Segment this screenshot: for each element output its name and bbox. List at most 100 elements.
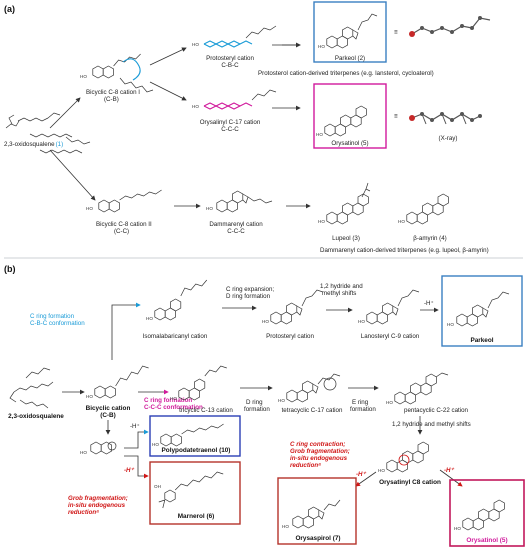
isomalabaricanyl-label: Isomalabaricanyl cation xyxy=(143,333,208,340)
oxidosqualene-structure-a xyxy=(5,112,91,154)
orysatinyl-c8-label: Orysatinyl C8 cation xyxy=(379,479,441,486)
svg-text:HO: HO xyxy=(318,219,325,224)
svg-text:HO: HO xyxy=(80,74,87,79)
minus-h-1: -H⁺ xyxy=(424,300,434,307)
minus-h-red-2: -H⁺ xyxy=(356,471,367,478)
panel-b-label: (b) xyxy=(4,264,16,274)
bicyclic-I-label: Bicyclic C-8 cation I xyxy=(86,89,140,96)
protosteryl-structure-b: HO xyxy=(262,289,324,324)
equals-sign-2: ≡ xyxy=(394,113,398,120)
parkeol-label-b: Parkeol xyxy=(470,337,493,344)
minus-h-blue: -H⁺ xyxy=(130,423,140,430)
dammarenyl-conf-a: C-C-C xyxy=(227,228,245,235)
bicyclic-II-structure: HO xyxy=(86,189,162,213)
ering-line1: E ring xyxy=(352,399,369,406)
svg-text:HO: HO xyxy=(170,396,177,401)
bicyclic-I-conf: (C-B) xyxy=(104,96,119,103)
svg-text:HO: HO xyxy=(378,468,385,473)
dammarenyl-structure-a: HO xyxy=(206,191,273,212)
orysaspirol-structure: HO xyxy=(282,499,341,529)
lanosteryl-structure: HO xyxy=(358,289,420,324)
dammarenyl-note: Dammarenyl cation-derived triterpenes (e… xyxy=(320,247,489,254)
svg-text:HO: HO xyxy=(86,206,93,211)
grob2-line4: reductionᵃ xyxy=(290,462,321,469)
dammarenyl-label-a: Dammarenyl cation xyxy=(209,221,263,228)
orysatinol-label-b: Orysatinol (5) xyxy=(466,537,507,544)
svg-text:HO: HO xyxy=(146,316,153,321)
lanosteryl-label: Lanosteryl C-9 cation xyxy=(361,333,420,340)
orysatinol-structure-a: HO xyxy=(316,106,366,137)
orysalinyl-structure-a: HO xyxy=(192,89,277,110)
grob1-line2: in-situ endogenous xyxy=(68,502,126,509)
bicyclic-conf-b: (C-B) xyxy=(100,412,116,419)
svg-text:HO: HO xyxy=(398,219,405,224)
svg-text:HO: HO xyxy=(447,322,454,327)
oxidosqualene-structure-b xyxy=(9,367,54,409)
protosteryl-label-b: Protosteryl cation xyxy=(266,333,314,340)
beta-amyrin-structure: HO xyxy=(398,194,448,224)
parkeol-structure-a: HO xyxy=(318,13,378,49)
orysaspirol-box xyxy=(277,477,357,545)
orysalinyl-label-a: Orysalinyl C-17 cation xyxy=(200,119,261,126)
bicyclic-label-b: Bicyclic cation xyxy=(86,405,131,412)
hydride-shift-line1: 1,2 hydride and xyxy=(320,283,363,290)
bicyclic-II-conf: (C-C) xyxy=(114,228,129,235)
equals-sign-1: ≡ xyxy=(394,29,398,36)
svg-text:HO: HO xyxy=(282,524,289,529)
pentacyclic-structure: HO xyxy=(386,372,449,405)
minus-h-red-1: -H⁺ xyxy=(444,467,455,474)
grob1-line1: Grob fragmentation; xyxy=(68,495,128,502)
protosteryl-conf-a: C-B-C xyxy=(221,62,239,69)
orysatinol-structure-b: HO xyxy=(454,500,504,531)
orysatinol-box-b xyxy=(449,479,525,547)
pentacyclic-label: pentacyclic C-22 cation xyxy=(404,407,469,414)
orysatinyl-c8-structure: HO xyxy=(378,442,428,473)
ering-line2: formation xyxy=(350,406,376,413)
grob1-line3: reductionᵃ xyxy=(68,509,99,516)
bicyclic-II-label: Bicyclic C-8 cation II xyxy=(96,221,152,228)
tetracyclic-structure: HO xyxy=(278,373,341,403)
ccc-line1: C ring formation xyxy=(144,397,192,404)
marnerol-label: Marnerol (6) xyxy=(178,513,215,520)
polypodatetraenol-box xyxy=(149,415,241,457)
svg-text:HO: HO xyxy=(358,319,365,324)
orysatinol-box-a xyxy=(313,83,387,149)
isomalabaricanyl-structure: HO xyxy=(146,279,208,321)
xray-label: (X-ray) xyxy=(439,135,458,142)
hydride-shift-line2: methyl shifts xyxy=(322,290,356,297)
svg-text:HO: HO xyxy=(206,206,213,211)
svg-text:HO: HO xyxy=(454,526,461,531)
cbc-line1: C ring formation xyxy=(30,313,75,320)
parkeol-box-a xyxy=(313,1,387,63)
svg-text:HO: HO xyxy=(278,398,285,403)
parkeol-label-a: Parkeol (2) xyxy=(335,55,365,62)
parkeol-structure-b: HO xyxy=(447,291,510,327)
minus-h-red-3: -H⁺ xyxy=(124,467,135,474)
dring-line2: formation xyxy=(244,406,270,413)
polypodatetraenol-structure: HO xyxy=(152,423,224,447)
svg-text:HO: HO xyxy=(192,104,199,109)
svg-text:HO: HO xyxy=(316,132,323,137)
dring-line1: D ring xyxy=(246,399,263,406)
panel-a-label: (a) xyxy=(4,4,15,14)
grob2-line3: in-situ endogenous xyxy=(290,455,348,462)
marnerol-structure: OH xyxy=(154,471,224,509)
svg-text:OH: OH xyxy=(154,484,161,489)
cbc-line2: C-B-C conformation xyxy=(30,320,85,327)
substrate-label-b: 2,3-oxidosqualene xyxy=(8,413,64,420)
tricyclic-structure: HO xyxy=(170,365,227,401)
svg-text:HO: HO xyxy=(86,394,93,399)
tetracyclic-label: tetracyclic C-17 cation xyxy=(282,407,343,414)
tricyclic-label: tricyclic C-13 cation xyxy=(179,407,233,414)
protosteryl-label-a: Protosteryl cation xyxy=(206,55,254,62)
substrate-label-a: 2,3-oxidosqualene(1) xyxy=(4,141,63,148)
lupeol-structure: HO xyxy=(318,182,371,224)
secondary-cation-structure: HO xyxy=(80,441,117,455)
orysatinol-xray-model xyxy=(409,112,482,125)
cring-expansion-line1: C ring expansion; xyxy=(226,286,274,293)
grob2-line2: Grob fragmentation; xyxy=(290,448,350,455)
protosteryl-structure-a: HO xyxy=(192,25,277,48)
svg-text:HO: HO xyxy=(318,44,325,49)
